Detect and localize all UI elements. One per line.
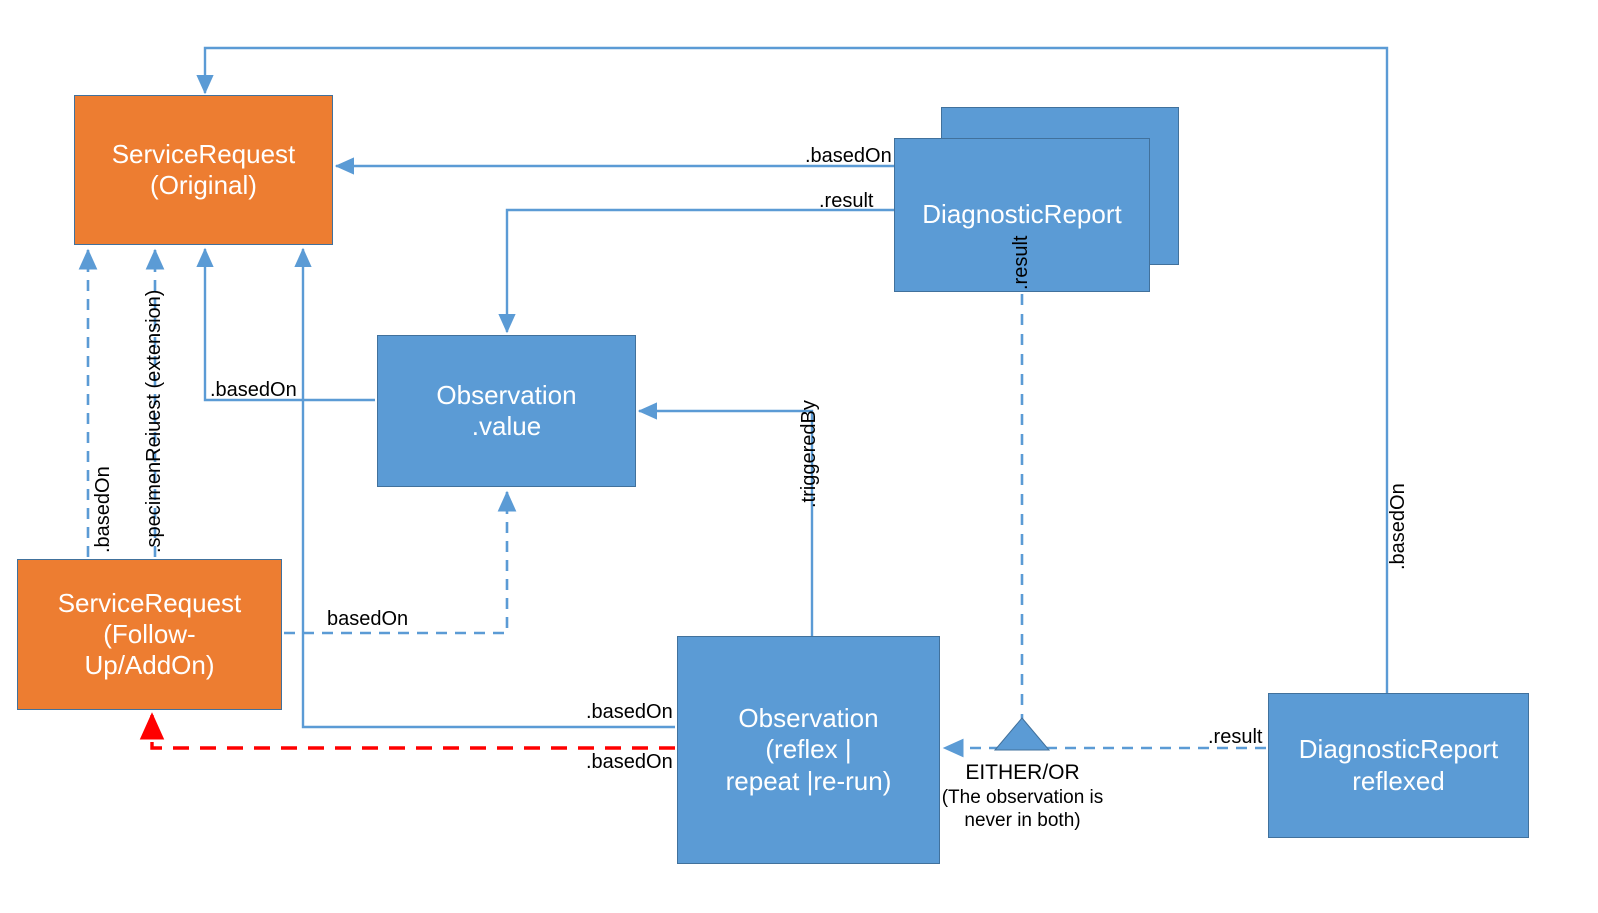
edge-label-basedon-followup-dashed: basedOn (327, 608, 409, 630)
edge-observation-reflex-basedon-to-sr-original (294, 247, 675, 729)
node-service-request-original[interactable]: ServiceRequest (Original) (74, 95, 333, 245)
either-or-note-title: EITHER/OR (965, 761, 1080, 784)
edge-observation-value-basedon-to-sr-original (196, 247, 375, 402)
edge-label-result-dr-to-sr: .result (819, 190, 874, 212)
edge-label-triggeredby-vertical: .triggeredBy (798, 400, 820, 508)
edge-label-result-dr-vertical: .result (1010, 235, 1032, 290)
edge-dr-result-to-observation-value (498, 208, 894, 334)
edge-label-basedon-observation-reflex-red: .basedOn (586, 751, 673, 773)
edge-label-basedon-observation-value: .basedOn (210, 379, 297, 401)
node-diagnostic-report[interactable]: DiagnosticReport (894, 138, 1150, 292)
edge-label-specimenrequest-vertical: .specimenReiuest (extension) (143, 289, 165, 553)
edge-observation-reflex-triggeredby-to-observation-value (637, 402, 814, 636)
edge-label-basedon-observation-reflex: .basedOn (586, 701, 673, 723)
edge-observation-reflex-basedon-to-sr-followup (139, 712, 675, 750)
node-diagnostic-report-reflexed[interactable]: DiagnosticReport reflexed (1268, 693, 1529, 838)
node-service-request-followup[interactable]: ServiceRequest (Follow- Up/AddOn) (17, 559, 282, 710)
either-or-triangle (993, 717, 1051, 751)
edge-label-basedon-right-vertical: .basedOn (1387, 483, 1409, 570)
node-observation-reflex[interactable]: Observation (reflex | repeat |re-run) (677, 636, 940, 864)
edge-label-basedon-dr-to-sr: .basedOn (805, 145, 892, 167)
edge-label-result-drreflexed: .result (1208, 726, 1263, 748)
edge-drreflexed-basedon-to-sr-original (196, 46, 1389, 693)
either-or-note-body: (The observation is never in both) (941, 787, 1104, 831)
node-observation-value[interactable]: Observation .value (377, 335, 636, 487)
edge-label-basedon-sr-followup-vertical: .basedOn (92, 466, 114, 553)
